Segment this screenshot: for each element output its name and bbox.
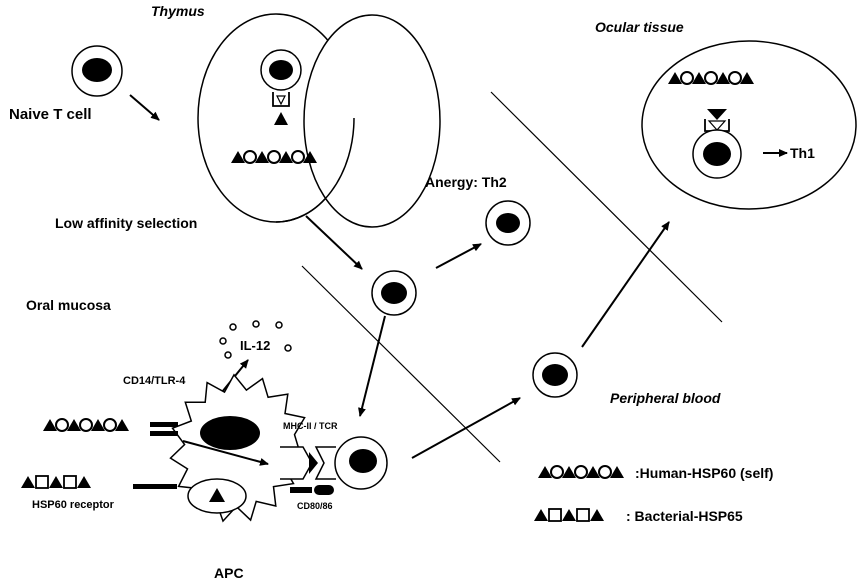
legend-bacterial-hsp65-symbol — [534, 509, 604, 521]
legend-bacterial-hsp65-label: : Bacterial-HSP65 — [626, 509, 743, 523]
apc-hsp65-chain — [21, 476, 91, 488]
central-t-cell — [372, 271, 416, 315]
ocular-th1-cell — [693, 109, 741, 178]
arrow-thymus-to-central — [306, 216, 362, 269]
cd80-86-bond — [290, 485, 334, 495]
arrow-blood-to-ocular — [582, 222, 669, 347]
thymus-hsp60-chain — [231, 151, 317, 163]
arrow-naive-to-thymus — [130, 95, 159, 120]
apc-label: APC — [214, 566, 244, 580]
hsp60-receptor — [133, 484, 177, 489]
thymus-right-lobe — [304, 15, 440, 227]
ocular-hsp60-chain — [668, 72, 754, 84]
hsp60-receptor-label: HSP60 receptor — [32, 500, 114, 511]
arrow-tcell-to-blood — [412, 398, 520, 458]
mhc-tcr-label: MHC-II / TCR — [283, 422, 338, 431]
cd80-86-label: CD80/86 — [297, 502, 333, 511]
legend-human-hsp60-label: :Human-HSP60 (self) — [635, 466, 773, 480]
mhc-tcr-complex — [280, 447, 336, 479]
anergy-th2-label: Anergy: Th2 — [425, 175, 507, 189]
low-affinity-selection-label: Low affinity selection — [55, 216, 197, 230]
ocular-boundary-line — [491, 92, 722, 322]
th1-label: Th1 — [790, 146, 815, 160]
cd14-tlr4-receptor — [150, 422, 178, 427]
th2-cell — [486, 201, 530, 245]
peripheral-blood-cell — [533, 353, 577, 397]
cd14-tlr4-label: CD14/TLR-4 — [123, 376, 185, 387]
thymus-label: Thymus — [151, 4, 205, 18]
legend-human-hsp60-symbol — [538, 466, 624, 478]
naive-t-cell-label: Naive T cell — [9, 107, 92, 122]
apc-bound-t-cell — [335, 437, 387, 489]
oral-mucosa-label: Oral mucosa — [26, 298, 111, 312]
apc-hsp60-chain — [43, 419, 129, 431]
apc-nucleus — [200, 416, 260, 450]
arrow-central-to-th2 — [436, 244, 481, 268]
naive-t-cell — [72, 46, 122, 96]
thymus-t-cell — [261, 50, 301, 125]
il12-label: IL-12 — [240, 339, 270, 352]
peripheral-blood-label: Peripheral blood — [610, 391, 720, 405]
arrow-central-to-apc — [360, 316, 385, 416]
ocular-tissue-oval — [642, 41, 856, 209]
ocular-tissue-label: Ocular tissue — [595, 20, 684, 34]
